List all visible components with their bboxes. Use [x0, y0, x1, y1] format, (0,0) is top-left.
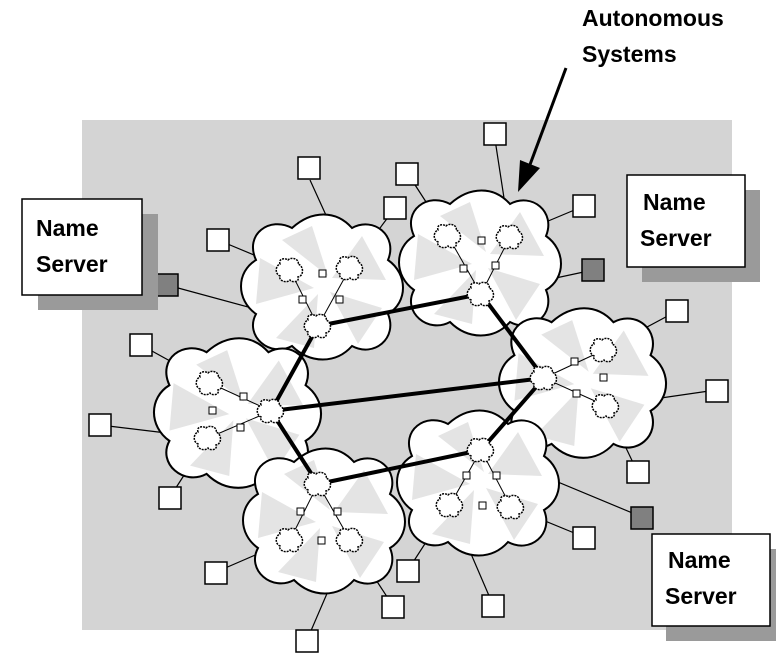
autonomous-systems-line1: Autonomous — [582, 5, 724, 31]
host-icon — [381, 595, 405, 619]
as-bottom-right-cloud-icon — [395, 409, 561, 557]
name-server-right-line2: Server — [640, 225, 712, 251]
host-icon — [572, 526, 596, 550]
host-icon — [88, 413, 112, 437]
host-icon — [705, 379, 729, 403]
host-icon — [204, 561, 228, 585]
name-server-host-icon — [630, 506, 654, 530]
host-icon — [383, 196, 407, 220]
name-server-left-line2: Server — [36, 251, 108, 277]
backbone-links — [269, 292, 546, 486]
arrow-icon — [518, 67, 568, 192]
name-server-label-right: Name Server — [626, 174, 760, 282]
host-icon — [206, 228, 230, 252]
name-server-left-line1: Name — [36, 215, 99, 241]
as-top-left-cloud-icon — [239, 213, 405, 361]
as-top-right-cloud-icon — [397, 189, 563, 337]
name-server-host-icon — [581, 258, 605, 282]
name-server-label-bottom: Name Server — [651, 533, 776, 641]
host-icon — [297, 156, 321, 180]
host-icon — [295, 629, 319, 653]
name-server-right-line1: Name — [643, 189, 706, 215]
host-icon — [158, 486, 182, 510]
name-server-host-icon — [155, 273, 179, 297]
host-icon — [481, 594, 505, 618]
name-server-label-left: Name Server — [21, 198, 158, 310]
host-icon — [626, 460, 650, 484]
host-icon — [395, 162, 419, 186]
internal-dots — [208, 236, 608, 545]
hosts — [88, 122, 729, 653]
autonomous-systems-line2: Systems — [582, 41, 677, 67]
name-server-hosts — [155, 258, 654, 530]
host-icon — [665, 299, 689, 323]
host-icon — [396, 559, 420, 583]
name-server-bottom-line2: Server — [665, 583, 737, 609]
host-icon — [129, 333, 153, 357]
autonomous-systems-label: Autonomous Systems — [582, 5, 724, 67]
host-icon — [483, 122, 507, 146]
host-icon — [572, 194, 596, 218]
name-server-bottom-line1: Name — [668, 547, 731, 573]
